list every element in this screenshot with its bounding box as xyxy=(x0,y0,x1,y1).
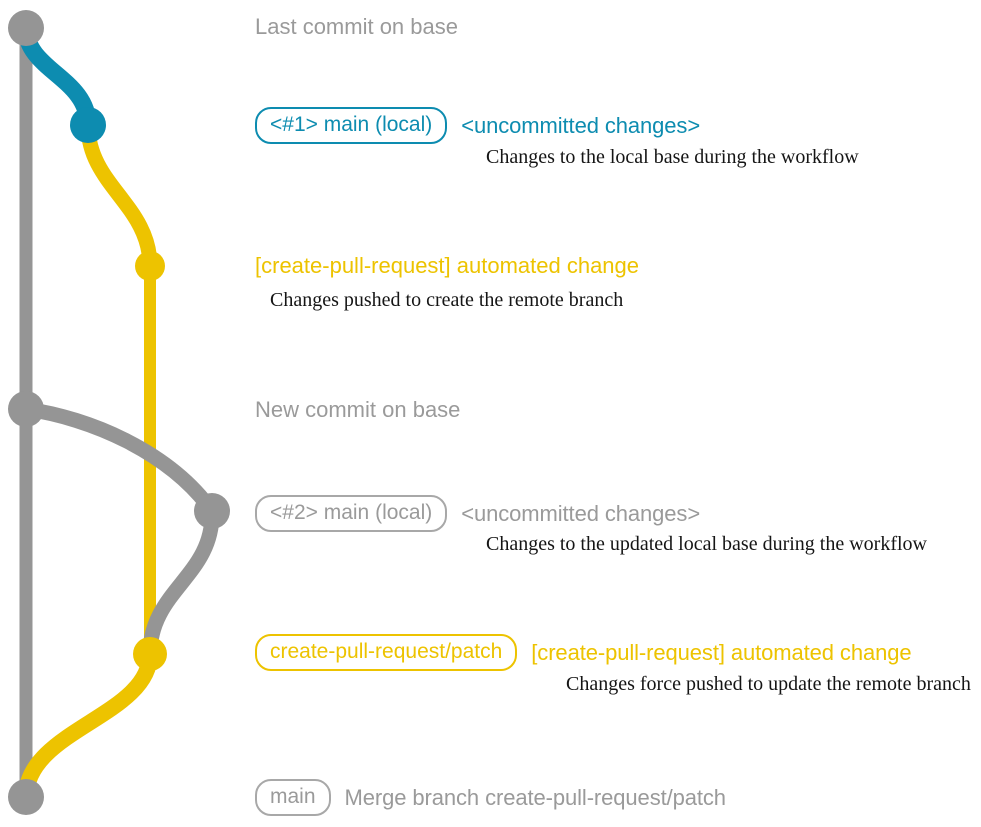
headline-last-commit-on-base: Last commit on base xyxy=(255,14,458,39)
node-merge-commit[interactable] xyxy=(8,779,44,815)
commit-subject-local-main-1: <uncommitted changes> xyxy=(461,112,701,138)
row-automated-change-2: create-pull-request/patch [create-pull-r… xyxy=(255,634,912,672)
branch-pill-local-main-2[interactable]: <#2> main (local) xyxy=(255,495,448,533)
row-local-main-2: <#2> main (local) <uncommitted changes> xyxy=(255,495,701,533)
edge-local2-to-patch2 xyxy=(142,503,220,662)
edge-patch2-to-merge xyxy=(18,646,158,805)
branch-pill-local-main-1[interactable]: <#1> main (local) xyxy=(255,107,448,145)
commit-subject-local-main-2: <uncommitted changes> xyxy=(461,500,701,526)
row-merge-commit: main Merge branch create-pull-request/pa… xyxy=(255,779,727,817)
node-local-commit-2[interactable] xyxy=(194,493,230,529)
note-local-main-1: Changes to the local base during the wor… xyxy=(486,146,859,168)
node-base-head[interactable] xyxy=(8,10,44,46)
headline-automated-change-1: [create-pull-request] automated change xyxy=(255,253,640,278)
headline-new-commit-on-base: New commit on base xyxy=(255,397,461,422)
node-patch-commit-2[interactable] xyxy=(133,637,167,671)
node-patch-commit-1[interactable] xyxy=(135,251,165,281)
edge-base-to-local2 xyxy=(18,401,220,519)
note-local-main-2: Changes to the updated local base during… xyxy=(486,533,927,555)
commit-subject-merge: Merge branch create-pull-request/patch xyxy=(344,784,727,810)
edge-local1-to-patch1 xyxy=(80,117,158,274)
note-automated-change-1: Changes pushed to create the remote bran… xyxy=(270,289,624,311)
node-base-new[interactable] xyxy=(8,391,44,427)
node-local-commit-1[interactable] xyxy=(70,107,106,143)
branch-pill-main[interactable]: main xyxy=(255,779,331,817)
row-local-main-1: <#1> main (local) <uncommitted changes> xyxy=(255,107,701,145)
branch-pill-create-pull-request-patch[interactable]: create-pull-request/patch xyxy=(255,634,518,672)
note-automated-change-2: Changes force pushed to update the remot… xyxy=(566,673,971,695)
commit-subject-automated-change-2: [create-pull-request] automated change xyxy=(531,639,912,665)
